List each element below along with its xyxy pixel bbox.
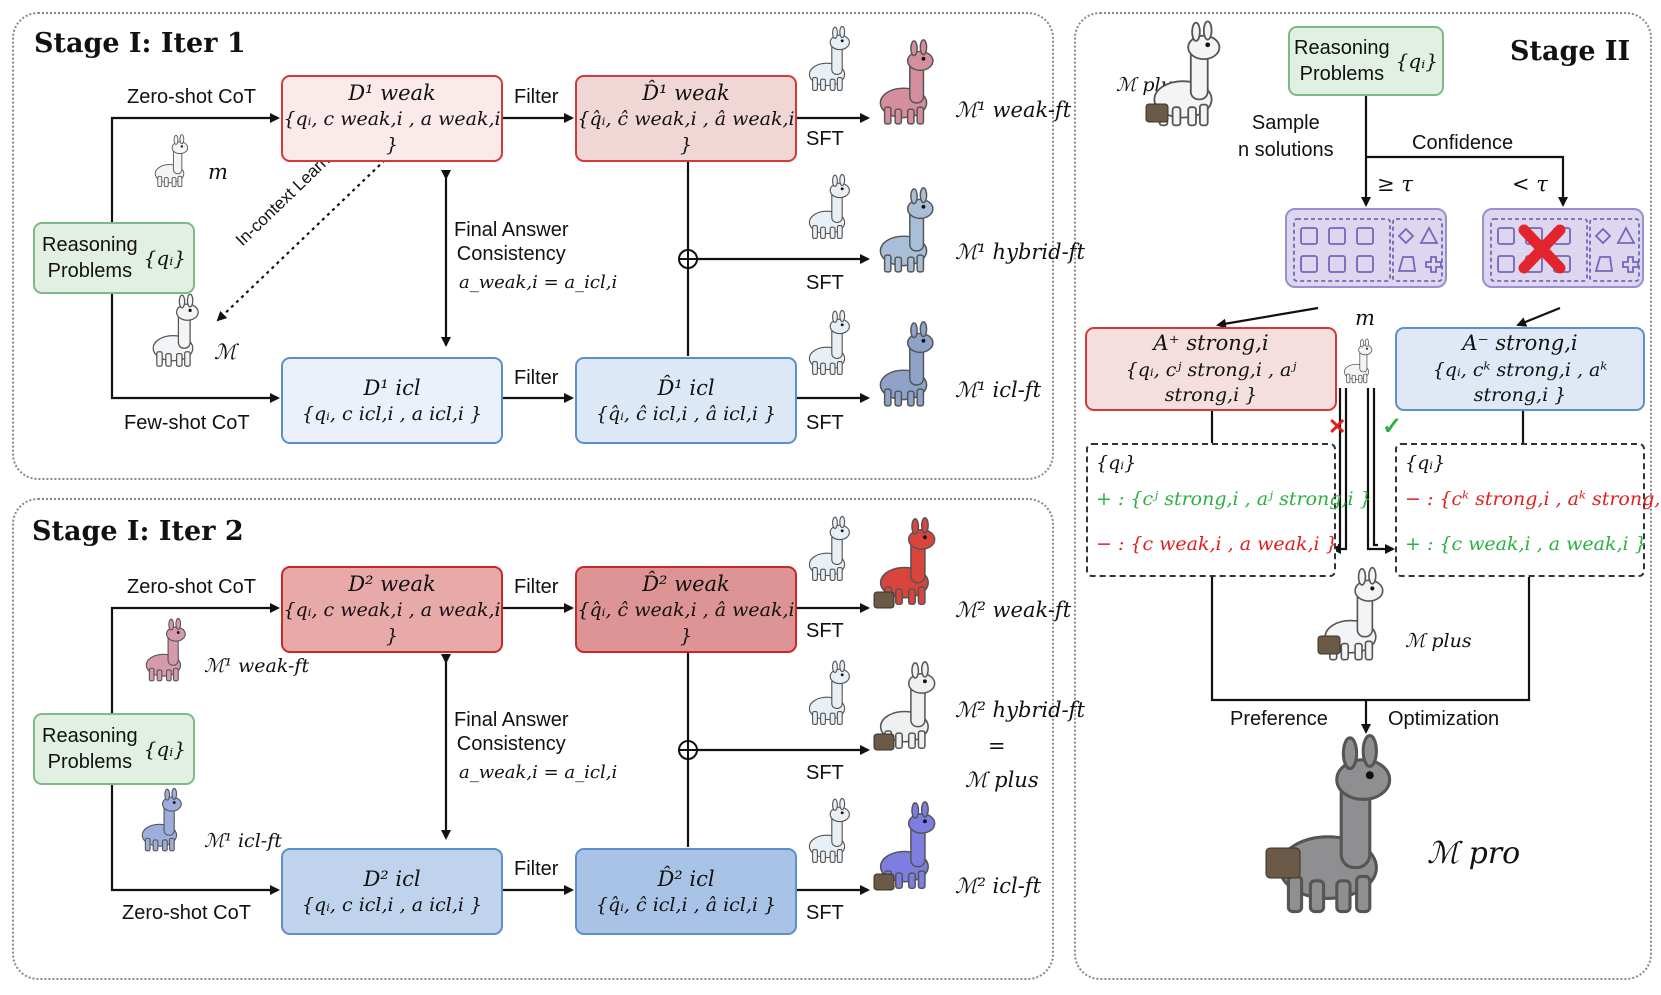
sft-label: SFT <box>806 128 844 150</box>
preference-pair-left <box>1086 443 1336 577</box>
equals-sign: = <box>988 734 1006 758</box>
right-negative: − : {cᵏ strong,i , aᵏ strong,i } <box>1405 488 1661 510</box>
confidence-label: Confidence <box>1412 132 1514 154</box>
a-strong-positive-box: A⁺ strong,i {qᵢ, cʲ strong,i , aʲ strong… <box>1085 327 1337 411</box>
check-icon: ✓ <box>1382 413 1403 440</box>
zero-shot-label: Zero-shot CoT <box>127 576 256 598</box>
stage1-iter1-title: Stage I: Iter 1 <box>34 28 246 59</box>
confident-solutions-box <box>1285 208 1447 288</box>
a-strong-negative-box: A⁻ strong,i {qᵢ, cᵏ strong,i , aᵏ strong… <box>1395 327 1645 411</box>
zero-shot-label: Zero-shot CoT <box>122 902 251 924</box>
small-model-label: m <box>1355 306 1375 330</box>
model-plus-label: ℳ plus <box>965 768 1039 792</box>
d-weak-box: D² weak {qᵢ, c weak,i , a weak,i } <box>281 566 503 653</box>
threshold-ge-label: ≥ τ <box>1377 172 1413 196</box>
d-icl-hat-box: D̂² icl {q̂ᵢ, ĉ icl,i , â icl,i } <box>575 848 797 935</box>
large-model-label: ℳ <box>214 340 237 364</box>
model-plus-label: ℳ plus <box>1116 74 1183 96</box>
model-plus-label: ℳ plus <box>1405 630 1472 652</box>
left-qi: {qᵢ} <box>1096 452 1137 474</box>
optimization-label: Optimization <box>1388 708 1500 730</box>
small-model-label: m <box>208 160 228 184</box>
model-hybrid-ft-label: ℳ¹ hybrid-ft <box>955 240 1085 264</box>
stage2-panel <box>1074 12 1652 980</box>
model-pro-label: ℳ pro <box>1427 836 1521 871</box>
preference-label: Preference <box>1230 708 1328 730</box>
sft-label: SFT <box>806 412 844 434</box>
right-qi: {qᵢ} <box>1405 452 1446 474</box>
unconfident-solutions-box <box>1482 208 1644 288</box>
consistency-equation: a_weak,i = a_icl,i <box>459 762 618 783</box>
model-hybrid-ft-label: ℳ² hybrid-ft <box>955 698 1085 722</box>
right-positive: + : {c weak,i , a weak,i } <box>1405 533 1647 555</box>
few-shot-label: Few-shot CoT <box>124 412 250 434</box>
filter-label: Filter <box>514 86 559 108</box>
d-icl-hat-box: D̂¹ icl {q̂ᵢ, ĉ icl,i , â icl,i } <box>575 357 797 444</box>
sft-label: SFT <box>806 272 844 294</box>
d-weak-hat-box: D̂¹ weak {q̂ᵢ, ĉ weak,i , â weak,i } <box>575 75 797 162</box>
left-positive: + : {cʲ strong,i , aʲ strong,i } <box>1096 488 1372 510</box>
model-icl-ft-label: ℳ¹ icl-ft <box>955 378 1042 402</box>
solution-shapes-icon <box>1293 218 1443 282</box>
model-weak-ft-input-label: ℳ¹ weak-ft <box>204 655 310 677</box>
filter-label: Filter <box>514 367 559 389</box>
stage2-title: Stage II <box>1510 36 1631 67</box>
filter-label: Filter <box>514 576 559 598</box>
consistency-equation: a_weak,i = a_icl,i <box>459 272 618 293</box>
threshold-lt-label: < τ <box>1512 172 1548 196</box>
model-weak-ft-label: ℳ² weak-ft <box>955 598 1072 622</box>
stage1-iter2-panel <box>12 498 1054 980</box>
zero-shot-label: Zero-shot CoT <box>127 86 256 108</box>
stage1-iter1-panel <box>12 12 1054 480</box>
d-weak-hat-box: D̂² weak {q̂ᵢ, ĉ weak,i , â weak,i } <box>575 566 797 653</box>
d-icl-box: D² icl {qᵢ, c icl,i , a icl,i } <box>281 848 503 935</box>
model-icl-ft-input-label: ℳ¹ icl-ft <box>204 830 282 852</box>
filter-label: Filter <box>514 858 559 880</box>
model-icl-ft-label: ℳ² icl-ft <box>955 874 1042 898</box>
model-weak-ft-label: ℳ¹ weak-ft <box>955 98 1072 122</box>
d-icl-box: D¹ icl {qᵢ, c icl,i , a icl,i } <box>281 357 503 444</box>
sft-label: SFT <box>806 762 844 784</box>
d-weak-box: D¹ weak {qᵢ, c weak,i , a weak,i } <box>281 75 503 162</box>
preference-pair-right <box>1395 443 1645 577</box>
sft-label: SFT <box>806 902 844 924</box>
left-negative: − : {c weak,i , a weak,i } <box>1096 533 1338 555</box>
solution-shapes-icon <box>1490 218 1640 282</box>
stage1-iter2-title: Stage I: Iter 2 <box>32 516 244 547</box>
sft-label: SFT <box>806 620 844 642</box>
reject-x-icon <box>1518 224 1566 274</box>
cross-icon: ✕ <box>1328 414 1347 439</box>
